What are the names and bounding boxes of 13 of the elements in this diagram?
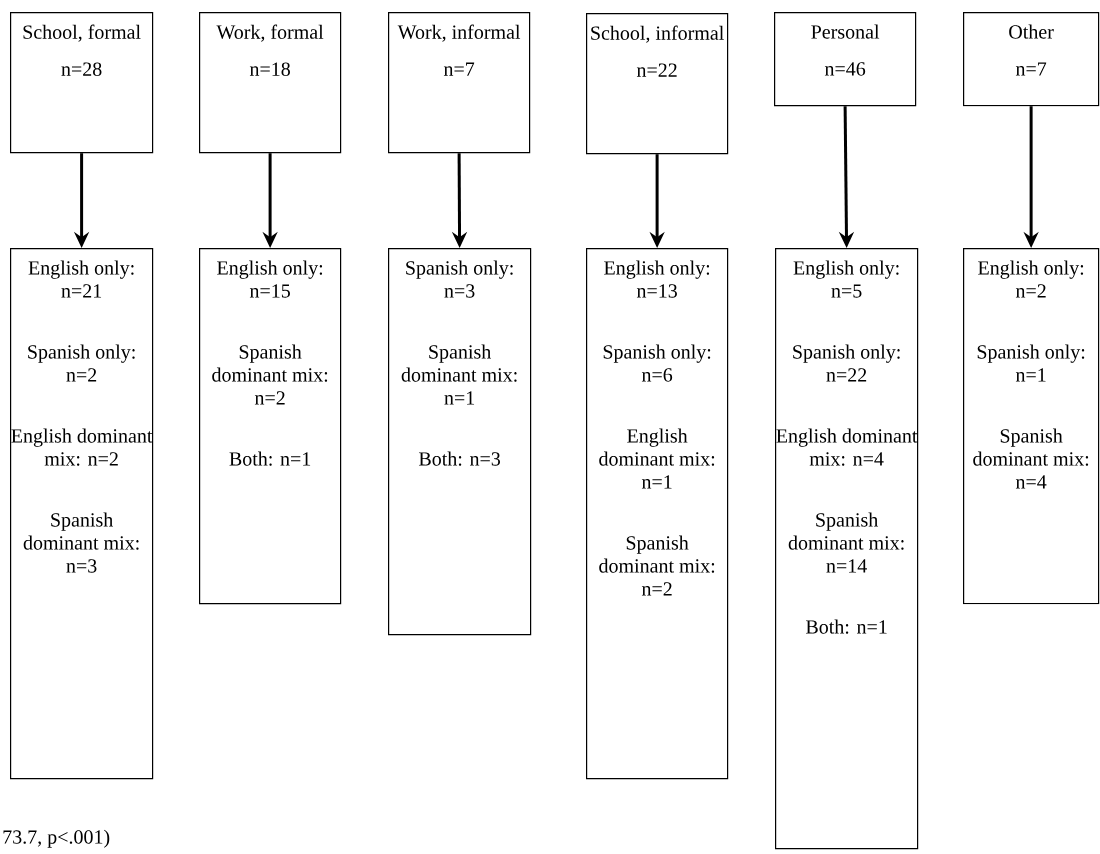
result-box: English only: n=5 Spanish only: n=22 English dominant mix: n=4 Spanish dominant mix: n=14 Both: n=1: [775, 248, 919, 850]
result-box: English only: n=13 Spanish only: n=6 English dominant mix: n=1 Spanish dominant mix: n=2: [586, 248, 729, 780]
category-box: Other n=7: [963, 12, 1100, 107]
category-box: School, formal n=28: [10, 12, 154, 154]
category-box: Work, formal n=18: [199, 12, 342, 154]
result-box: English only: n=15 Spanish dominant mix: n=2 Both: n=1: [199, 248, 342, 605]
result-box: Spanish only: n=3 Spanish dominant mix: n=1 Both: n=3: [388, 248, 532, 636]
result-box: English only: n=2 Spanish only: n=1 Spanish dominant mix: n=4: [963, 248, 1100, 605]
result-box: English only: n=21 Spanish only: n=2 English dominant mix: n=2 Spanish dominant mix: n=3: [10, 248, 154, 780]
category-box: Personal n=46: [774, 12, 917, 107]
note-text: 73.7, p<.001): [3, 829, 110, 848]
category-box: School, informal n=22: [586, 13, 729, 155]
category-box: Work, informal n=7: [388, 12, 531, 154]
